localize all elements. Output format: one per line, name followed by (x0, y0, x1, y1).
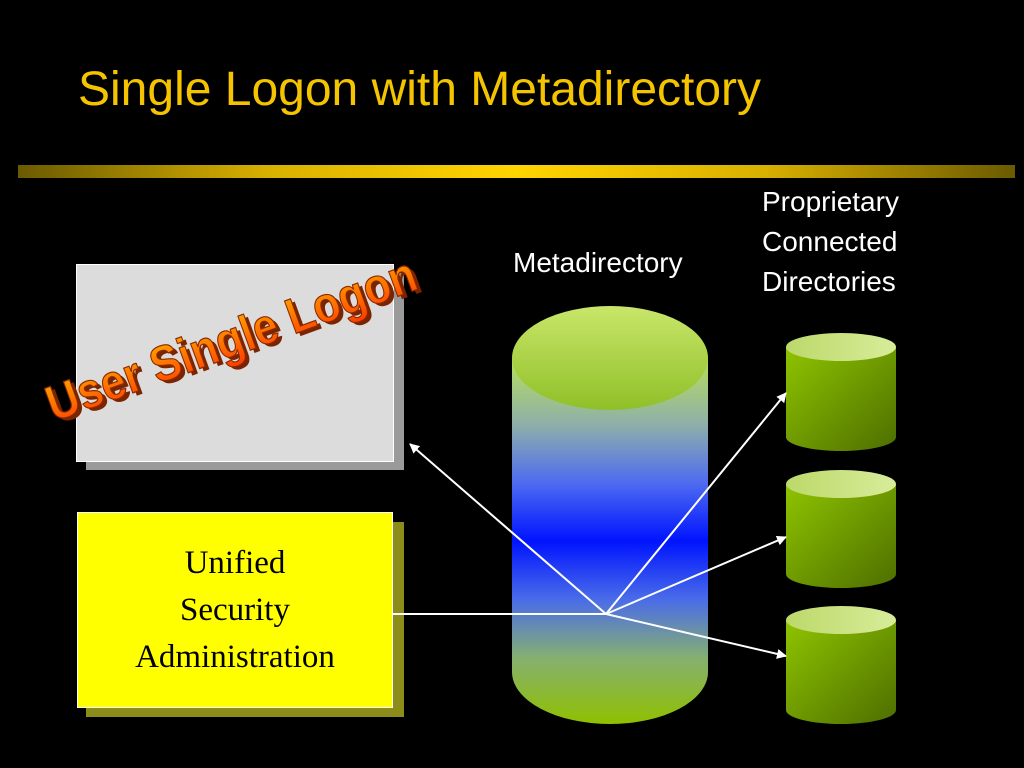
proprietary-directories-label: Proprietary Connected Directories (762, 182, 899, 302)
admin-line-3: Administration (135, 638, 335, 675)
user-logon-box (76, 264, 394, 462)
directory-cylinder-1 (786, 333, 896, 451)
proprietary-label-line-3: Directories (762, 266, 896, 297)
wordart-text: User Single Logon (38, 246, 424, 432)
hub-to-directory-1-arrow (605, 392, 787, 615)
slide-title: Single Logon with Metadirectory (78, 63, 762, 116)
metadirectory-label: Metadirectory (513, 247, 683, 278)
metadirectory-cylinder (512, 306, 708, 724)
directory-cylinder-2 (786, 470, 896, 588)
user-single-logon-wordart: User Single Logon User Single Logon (38, 245, 428, 434)
hub-to-directory-2-arrow (605, 535, 787, 615)
proprietary-label-line-2: Connected (762, 226, 898, 257)
title-divider (18, 165, 1015, 178)
connectors (392, 392, 787, 659)
hub-to-directory-3-arrow (605, 613, 787, 659)
admin-line-2: Security (180, 591, 290, 628)
proprietary-label-line-1: Proprietary (762, 186, 899, 217)
admin-line-1: Unified (184, 544, 286, 581)
hub-to-logon-arrow (409, 443, 607, 615)
unified-security-admin-box: Unified Security Administration (77, 512, 393, 708)
directory-cylinder-3 (786, 606, 896, 724)
